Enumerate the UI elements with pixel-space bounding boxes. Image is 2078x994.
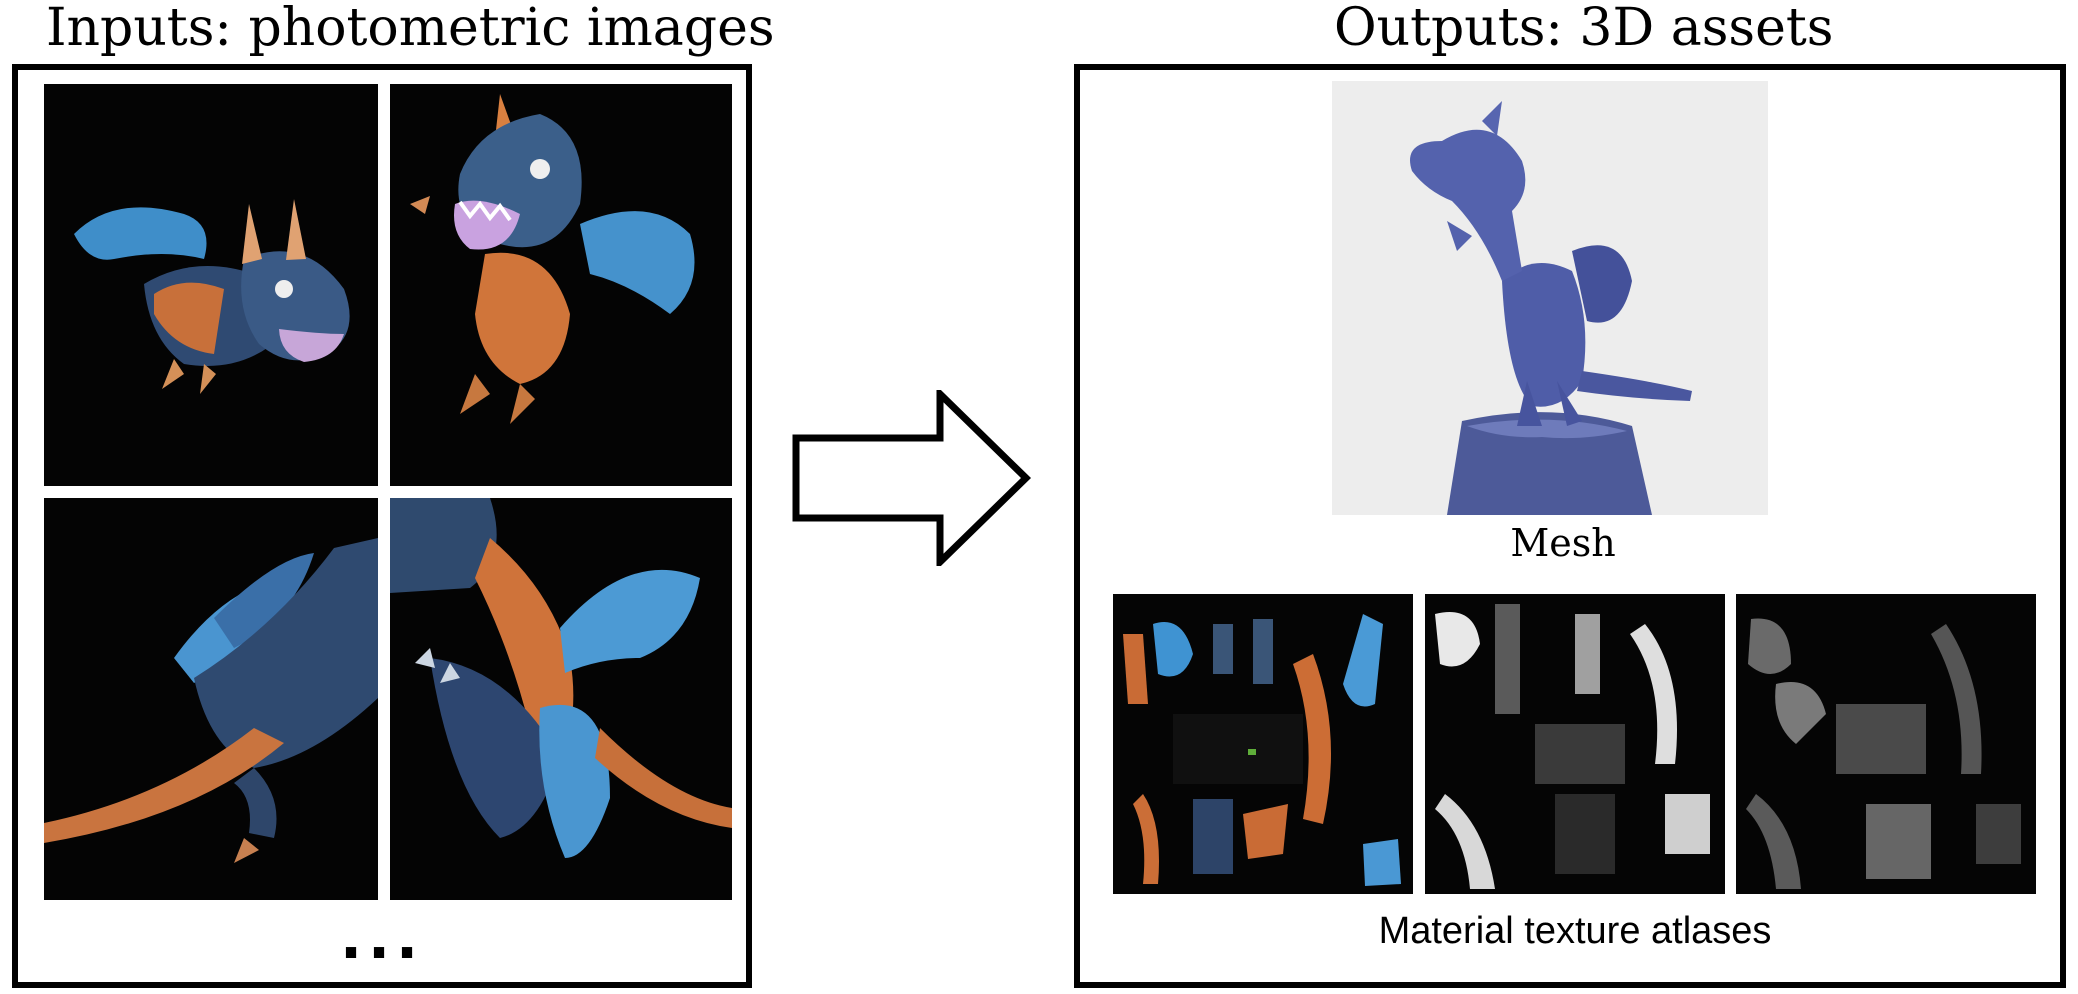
metallic-texture-atlas bbox=[1736, 594, 2036, 894]
roughness-texture-atlas bbox=[1425, 594, 1725, 894]
albedo-texture-atlas bbox=[1113, 594, 1413, 894]
mesh-label: Mesh bbox=[1510, 521, 1616, 565]
inputs-panel: ... bbox=[12, 64, 752, 988]
outputs-title: Outputs: 3D assets bbox=[1334, 0, 1834, 58]
atlas-label: Material texture atlases bbox=[1378, 910, 1772, 952]
outputs-panel: Mesh bbox=[1074, 64, 2066, 988]
more-images-ellipsis: ... bbox=[339, 904, 425, 972]
right-arrow-icon bbox=[792, 390, 1032, 566]
input-photo-dragon-front bbox=[44, 84, 378, 486]
mesh-render-image bbox=[1332, 81, 1768, 515]
input-photo-dragon-wing bbox=[390, 498, 732, 900]
inputs-title: Inputs: photometric images bbox=[46, 0, 775, 58]
input-photo-dragon-roaring bbox=[390, 84, 732, 486]
input-photo-dragon-tail bbox=[44, 498, 378, 900]
